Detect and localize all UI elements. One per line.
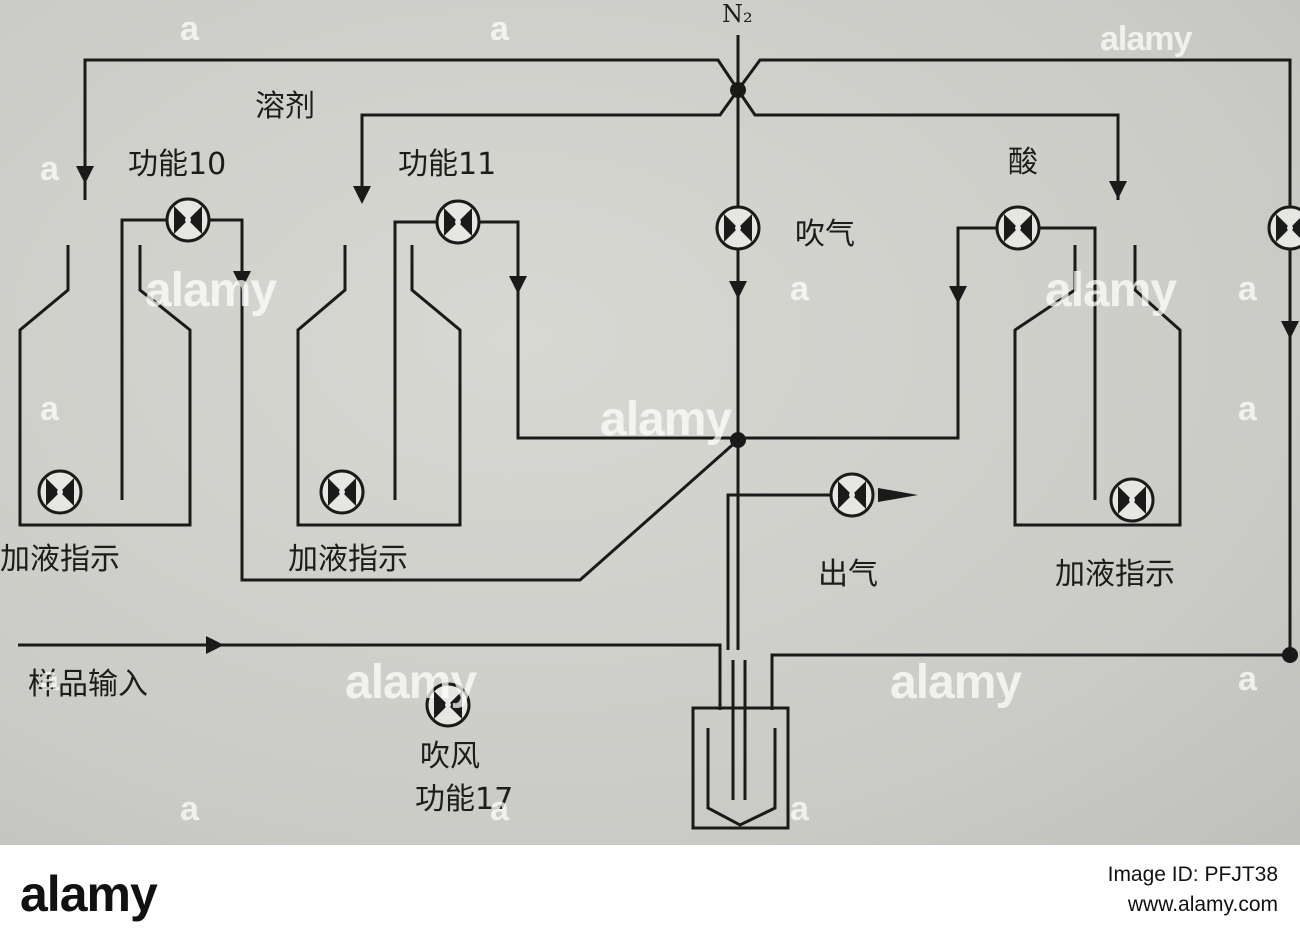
vent-arrow-icon [878, 488, 918, 502]
watermark: a [1238, 390, 1257, 428]
watermark: alamy [890, 656, 1022, 709]
valve-fill-mid-icon [319, 469, 365, 515]
line-to-right-side [736, 58, 1292, 655]
site-url: www.alamy.com [1127, 893, 1278, 916]
middle-bottle [296, 245, 462, 527]
junction-dot [730, 432, 746, 448]
middle-bottle-line [393, 220, 738, 500]
valve-vent-icon [829, 472, 875, 518]
sample-input-label: 样品输入 [28, 667, 148, 702]
n2-label: N₂ [722, 0, 753, 28]
valve-fill-left-icon [37, 469, 83, 515]
watermark: a [490, 10, 509, 48]
watermark: a [1238, 270, 1257, 308]
watermark: a [40, 150, 59, 188]
right-bottle [1013, 245, 1182, 527]
watermark: alamy [345, 656, 477, 709]
blow-label: 吹风 [420, 739, 480, 774]
vent-label: 出气 [818, 557, 878, 592]
left-bottle-line [120, 218, 739, 582]
purge-label: 吹气 [795, 217, 855, 252]
watermark: a [790, 790, 809, 828]
valve-purge-icon [715, 205, 761, 251]
vent-line [726, 493, 840, 650]
func10-label: 功能10 [128, 147, 227, 182]
watermark: a [1238, 660, 1257, 698]
valve-func11-icon [435, 199, 481, 245]
reaction-cell-inner [706, 728, 777, 827]
watermark: a [180, 790, 199, 828]
valve-acid-icon [995, 205, 1041, 251]
valve-fill-right-icon [1109, 477, 1155, 523]
watermark: a [790, 270, 809, 308]
scanned-diagram: N₂ 溶剂 功能10 功能11 酸 吹气 加液指示 加液指示 加液指示 出气 样… [0, 0, 1300, 845]
watermark: alamy [145, 264, 277, 317]
line-to-left-bottle [83, 58, 740, 200]
fill-indicator-right-label: 加液指示 [1055, 557, 1175, 592]
acid-label: 酸 [1008, 145, 1038, 180]
watermark: a [40, 660, 59, 698]
line-to-middle-bottle [360, 89, 740, 200]
stock-footer: alamy Image ID: PFJT38 www.alamy.com [0, 845, 1300, 934]
watermark: alamy [600, 393, 732, 446]
right-bottle-line [738, 226, 1097, 500]
fill-indicator-left-label: 加液指示 [0, 542, 120, 577]
func11-label: 功能11 [398, 147, 497, 182]
flow-diagram [18, 35, 1300, 830]
left-bottle [18, 245, 192, 527]
watermark: a [490, 790, 509, 828]
line-to-right-bottle [736, 89, 1120, 200]
image-id: Image ID: PFJT38 [1107, 863, 1278, 886]
watermark: a [180, 10, 199, 48]
junction-dot [1282, 647, 1298, 663]
valve-func10-icon [165, 197, 211, 243]
fill-indicator-middle-label: 加液指示 [288, 542, 408, 577]
junction-dot [730, 82, 746, 98]
alamy-logo: alamy [20, 866, 158, 922]
watermark: alamy [1045, 264, 1177, 317]
watermark: a [40, 390, 59, 428]
solvent-label: 溶剂 [255, 89, 315, 124]
sample-input-line [18, 643, 722, 710]
func17-label: 功能17 [415, 782, 514, 817]
watermark: alamy [1100, 20, 1192, 58]
right-return-line [770, 653, 1290, 710]
reaction-cell [691, 706, 790, 830]
valve-right-icon [1267, 205, 1300, 251]
